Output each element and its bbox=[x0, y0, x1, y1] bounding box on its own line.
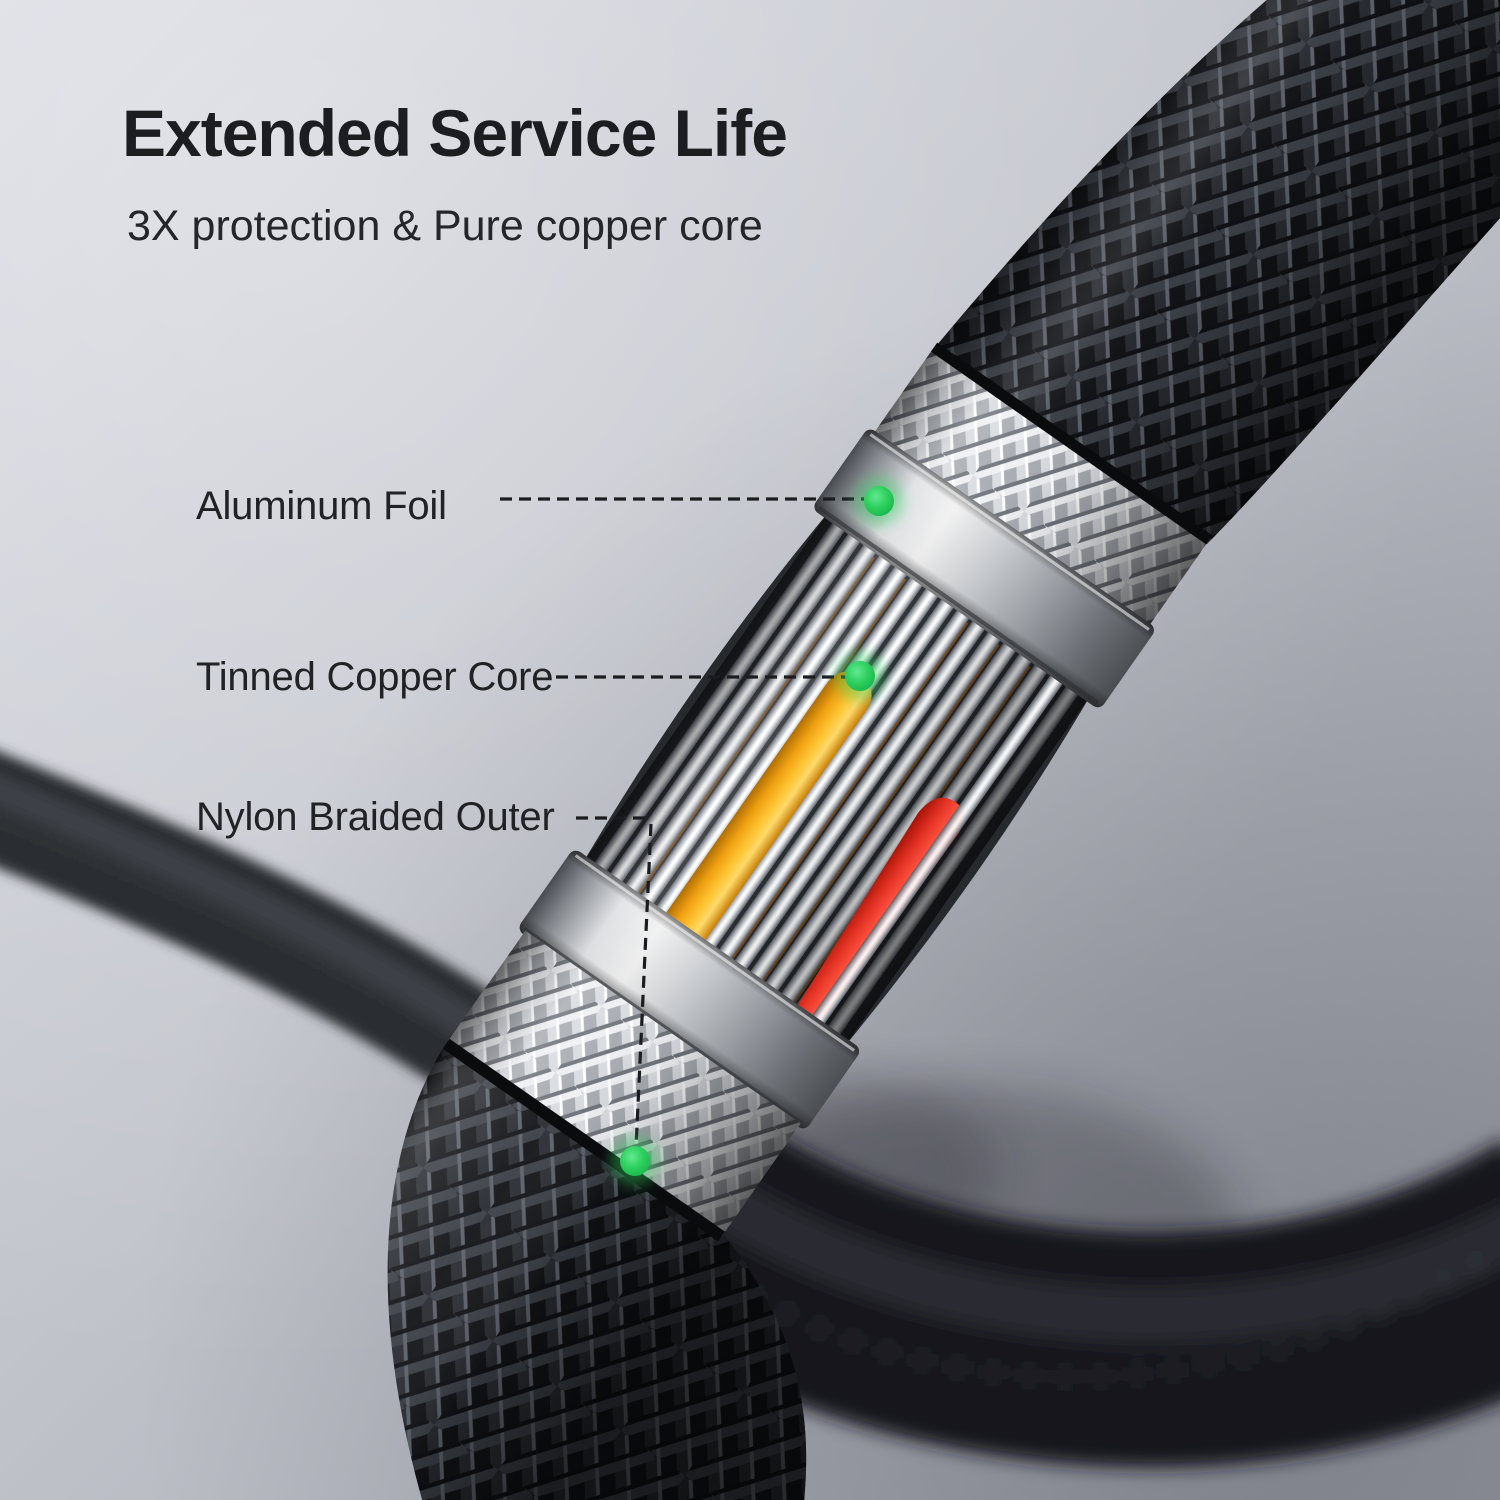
chrome-collar-lower bbox=[519, 850, 860, 1129]
aluminum-foil-braid-upper bbox=[872, 342, 1213, 628]
leader-line-nylon-braided-outer bbox=[576, 816, 653, 1149]
callout-dot-tinned-copper-core bbox=[835, 651, 885, 701]
tinned-copper-wire-bundle bbox=[583, 512, 1091, 1046]
background-cable-blurred bbox=[0, 752, 542, 1115]
nylon-braid-lower bbox=[387, 1040, 807, 1500]
callout-label-aluminum-foil: Aluminum Foil bbox=[196, 484, 447, 528]
exposed-cable-section bbox=[442, 342, 1213, 1242]
copper-core-yellow-wire bbox=[663, 671, 872, 945]
callout-label-nylon-braided-outer: Nylon Braided Outer bbox=[196, 795, 555, 839]
cable-bottom-sweep-blurred bbox=[561, 1090, 1500, 1468]
callout-label-tinned-copper-core: Tinned Copper Core bbox=[196, 655, 554, 699]
aluminum-foil-braid-lower bbox=[442, 930, 801, 1242]
page-title: Extended Service Life bbox=[122, 96, 788, 170]
callout-dot-aluminum-foil bbox=[854, 476, 904, 526]
callout-dots bbox=[610, 476, 904, 1186]
callout-dot-nylon-braided-outer bbox=[610, 1136, 660, 1186]
nylon-braid-upper bbox=[932, 0, 1500, 544]
red-wire bbox=[794, 797, 964, 1026]
page-subtitle: 3X protection & Pure copper core bbox=[127, 202, 763, 250]
